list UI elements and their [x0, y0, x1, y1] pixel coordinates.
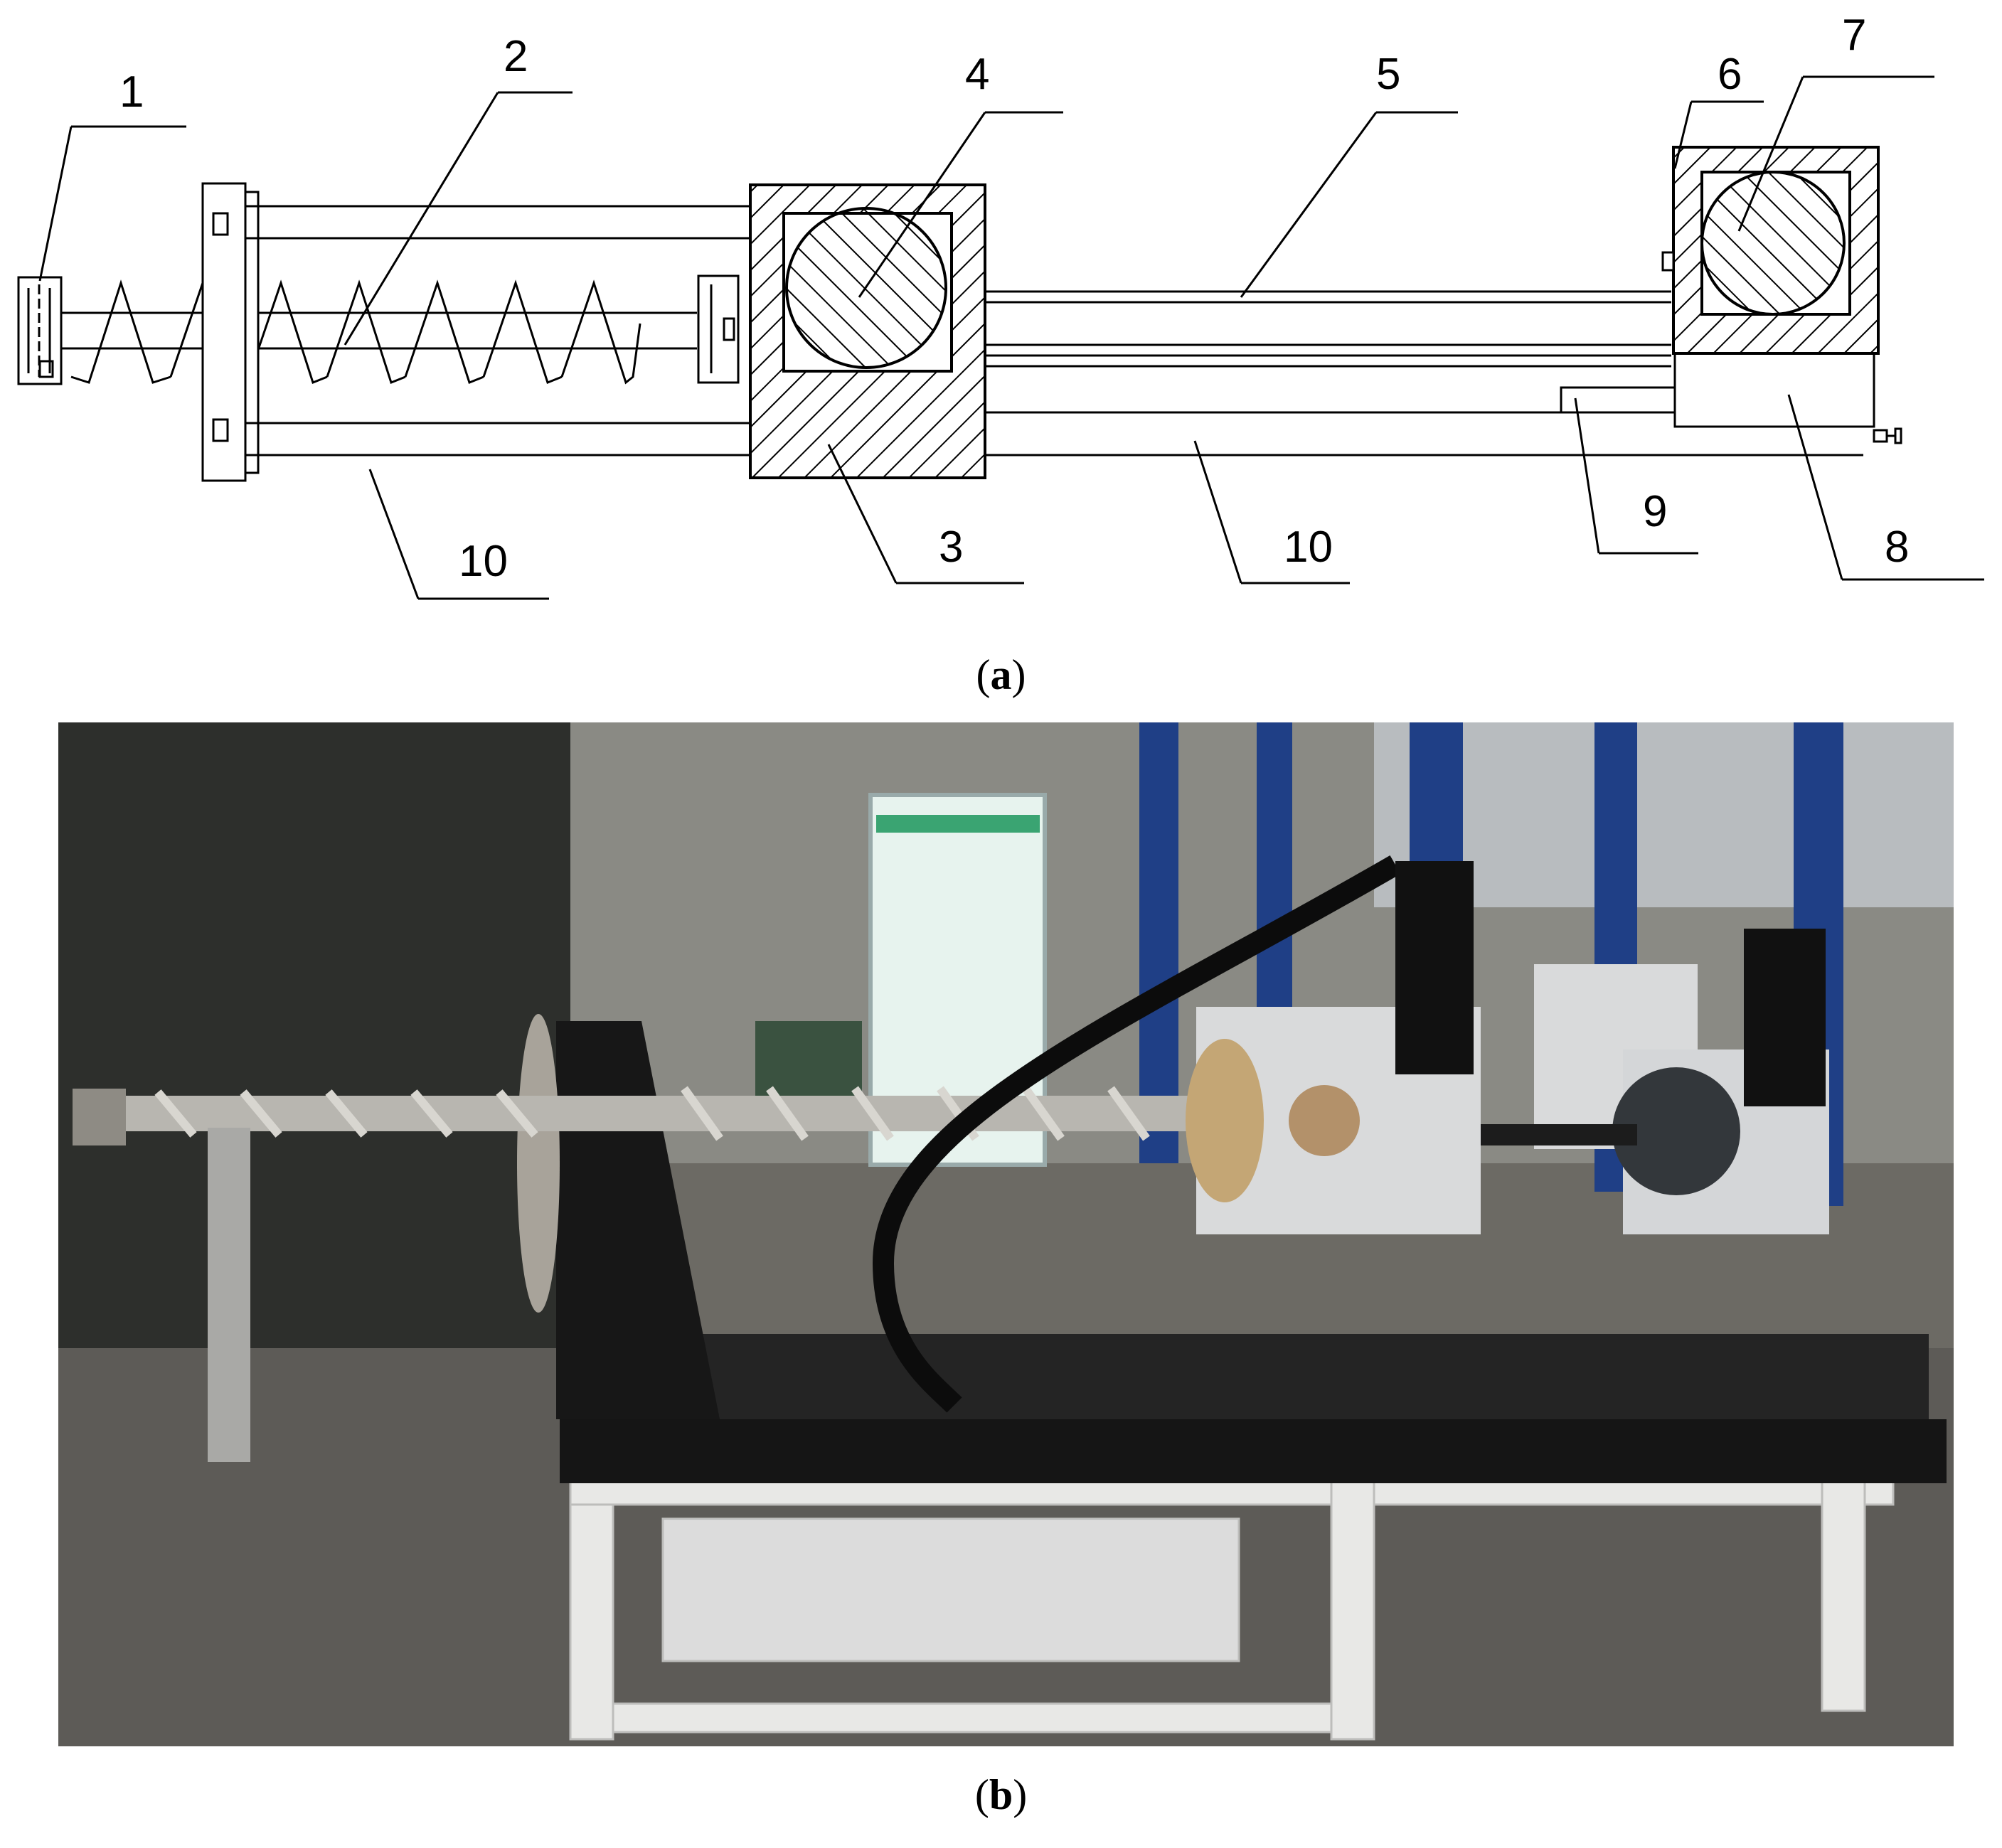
label-10-right: 10	[1284, 523, 1333, 572]
guide-rail-bed	[684, 1334, 1929, 1419]
screw-helix	[70, 279, 641, 385]
label-3: 3	[939, 523, 963, 572]
guide-rail-right	[985, 411, 1863, 456]
right-motor	[1744, 929, 1826, 1106]
screw-end-cap	[73, 1089, 126, 1145]
press-machine	[58, 722, 570, 1348]
bearing-cap	[1289, 1085, 1360, 1156]
blue-column	[1139, 722, 1178, 1163]
base-beam	[560, 1419, 1947, 1483]
screw-stand	[208, 1128, 250, 1462]
caption-a: (a)	[976, 651, 1026, 698]
guide-rail-left	[245, 205, 750, 456]
housing-3	[749, 183, 986, 479]
leader-lines	[38, 75, 1984, 600]
label-1: 1	[119, 68, 144, 117]
flange-coupling	[1186, 1039, 1264, 1202]
caption-b: (b)	[974, 1771, 1028, 1818]
connecting-rod	[1481, 1124, 1637, 1145]
info-board-header	[876, 815, 1040, 833]
shaft-coupling	[697, 274, 740, 384]
label-2: 2	[504, 32, 528, 81]
block-8	[1673, 352, 1902, 444]
right-rotor	[1612, 1067, 1740, 1195]
label-9: 9	[1643, 487, 1667, 536]
label-7: 7	[1842, 11, 1866, 60]
end-cap-left	[17, 276, 63, 385]
slider-9	[1560, 386, 1676, 414]
label-5: 5	[1376, 50, 1400, 99]
caption-a-letter: a	[990, 651, 1012, 698]
drive-shaft	[985, 290, 1671, 368]
support-flange	[201, 182, 260, 482]
housing-6	[1661, 146, 1880, 355]
center-motor	[1395, 861, 1474, 1074]
photo-test-rig	[58, 722, 1954, 1746]
left-flange-disk	[517, 1014, 560, 1313]
schematic-diagram: 1 2 4 5 6 7 10 3 10 9 8	[17, 11, 1984, 600]
label-8: 8	[1885, 523, 1909, 572]
caption-b-letter: b	[989, 1771, 1013, 1818]
screw-flights	[154, 1086, 1150, 1141]
label-10-left: 10	[459, 537, 508, 586]
label-6: 6	[1718, 50, 1742, 99]
cable-chain	[872, 855, 1401, 1413]
label-4: 4	[965, 50, 989, 99]
